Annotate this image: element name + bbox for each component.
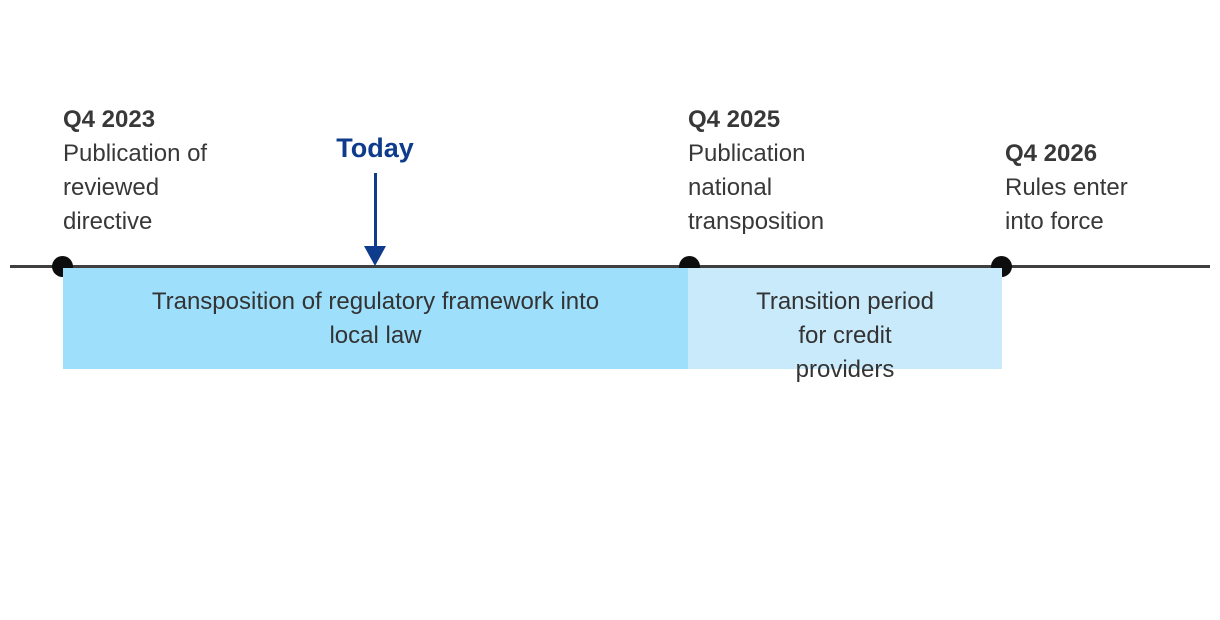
today-arrow: [374, 173, 377, 248]
milestone-q4-2026: Q4 2026 Rules enter into force: [1005, 137, 1220, 239]
milestone-description: Publication national transposition: [688, 140, 825, 235]
period-bar-transition: Transition period for credit providers: [688, 268, 1002, 383]
today-arrowhead-icon: [364, 246, 386, 266]
milestone-q4-2025: Q4 2025 Publication national transpositi…: [688, 103, 948, 239]
period-bar-label: Transition period for credit providers: [756, 288, 934, 383]
milestone-title: Q4 2023: [63, 106, 156, 133]
period-bar-transposition: Transposition of regulatory framework in…: [63, 268, 688, 369]
milestone-q4-2023: Q4 2023 Publication of reviewed directiv…: [63, 103, 323, 239]
today-label: Today: [336, 133, 414, 163]
timeline-axis: [10, 265, 1210, 268]
milestone-description: Publication of reviewed directive: [63, 140, 208, 235]
milestone-description: Rules enter into force: [1005, 174, 1128, 235]
milestone-title: Q4 2026: [1005, 140, 1098, 167]
period-bar-label: Transposition of regulatory framework in…: [151, 288, 600, 349]
milestone-title: Q4 2025: [688, 106, 781, 133]
